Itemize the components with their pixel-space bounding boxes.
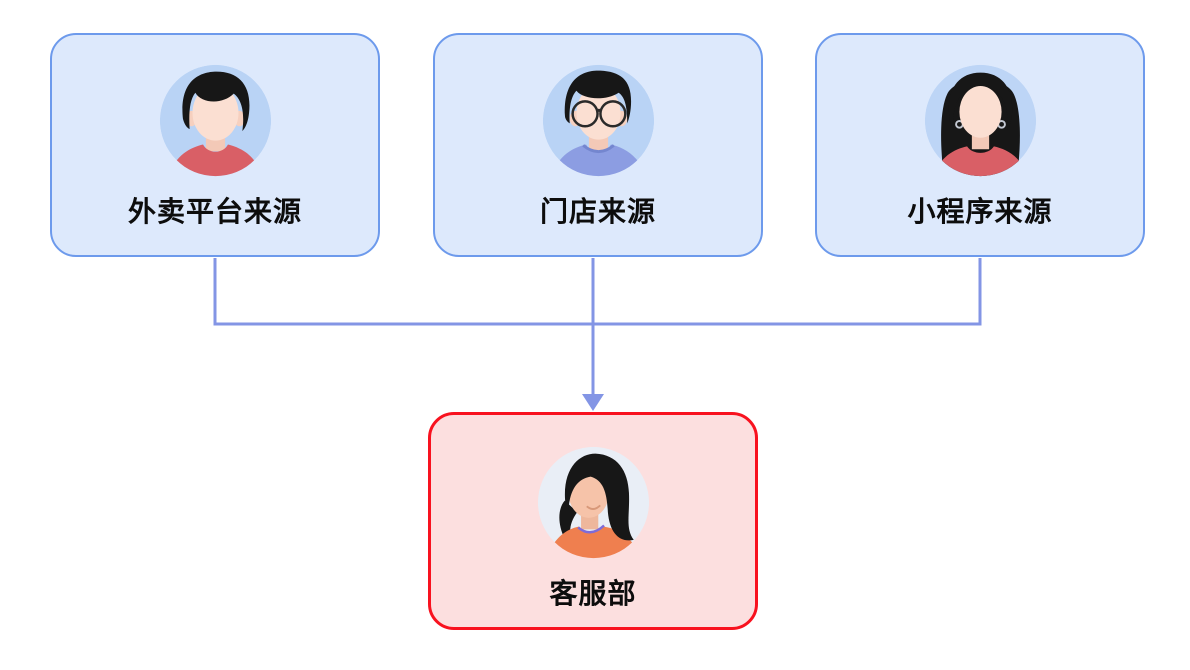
node-label: 小程序来源 bbox=[907, 196, 1053, 227]
woman-orange-shirt-avatar-icon bbox=[536, 445, 651, 560]
node-miniprogram-source[interactable]: 小程序来源 bbox=[815, 33, 1145, 257]
node-customer-service-dept[interactable]: 客服部 bbox=[428, 412, 758, 630]
woman-long-hair-red-shirt-avatar-icon bbox=[923, 63, 1038, 178]
node-label: 客服部 bbox=[549, 578, 637, 609]
man-glasses-blue-shirt-avatar-icon bbox=[541, 63, 656, 178]
node-label: 门店来源 bbox=[539, 196, 656, 227]
man-red-shirt-avatar-icon bbox=[158, 63, 273, 178]
connector-right-to-center bbox=[593, 258, 982, 326]
node-store-source[interactable]: 门店来源 bbox=[433, 33, 763, 257]
node-label: 外卖平台来源 bbox=[127, 196, 302, 227]
node-delivery-platform-source[interactable]: 外卖平台来源 bbox=[50, 33, 380, 257]
connector-left-to-center bbox=[213, 258, 593, 326]
arrow-down-head-icon bbox=[582, 394, 604, 411]
